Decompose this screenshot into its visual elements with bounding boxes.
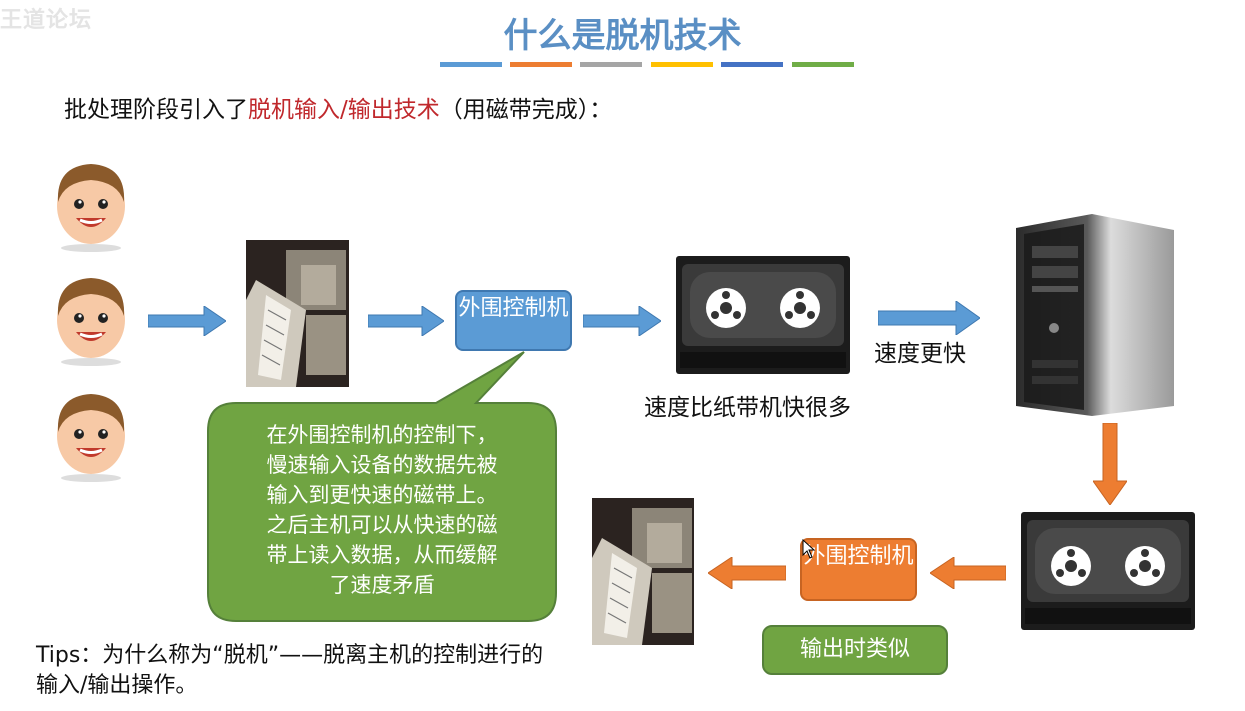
mouse-cursor-icon (802, 539, 816, 559)
tips-text: Tips：为什么称为“脱机”——脱离主机的控制进行的输入/输出操作。 (36, 643, 544, 698)
bubble-line: 之后主机可以从快速的磁 (266, 513, 498, 537)
intro-suffix: （用磁带完成）： (439, 97, 613, 123)
paper-tape-machine-image (592, 498, 694, 645)
paper-tape-machine-image (246, 240, 349, 387)
title-bar-1 (440, 62, 502, 67)
watermark: 王道论坛 (0, 8, 93, 33)
tape-drive-icon (676, 256, 850, 374)
output-controller-box: 外围控制机 (800, 538, 917, 601)
user-face-icon (57, 278, 125, 366)
user-face-icon (57, 394, 125, 482)
intro-highlight: 脱机输入/输出技术 (248, 97, 440, 123)
bubble-line: 慢速输入设备的数据先被 (266, 453, 498, 477)
intro-prefix: 批处理阶段引入了 (64, 97, 248, 123)
orange-arrow-icon (930, 557, 1006, 589)
tape-speed-caption: 速度比纸带机快很多 (644, 395, 851, 421)
title-bar-4 (651, 62, 713, 67)
blue-arrow-icon (368, 306, 444, 336)
orange-arrow-icon (708, 557, 786, 589)
title-bar-3 (580, 62, 642, 67)
title-bar-2 (510, 62, 572, 67)
blue-arrow-icon (148, 306, 226, 336)
input-controller-box: 外围控制机 (455, 290, 572, 351)
bubble-line: 了速度矛盾 (329, 573, 435, 597)
computer-tower-icon (1016, 214, 1174, 416)
title-bar-6 (792, 62, 854, 67)
bubble-text: 在外围控制机的控制下， 慢速输入设备的数据先被 输入到更快速的磁带上。 之后主机… (210, 420, 554, 600)
output-similar-label: 输出时类似 (762, 625, 948, 675)
orange-arrow-icon (1093, 423, 1127, 505)
blue-arrow-icon (878, 301, 980, 335)
bubble-line: 带上读入数据，从而缓解 (266, 543, 498, 567)
faster-label: 速度更快 (874, 341, 966, 367)
tape-drive-icon (1021, 512, 1195, 630)
speech-bubble (207, 351, 557, 622)
bubble-line: 在外围控制机的控制下， (266, 423, 498, 447)
blue-arrow-icon (583, 306, 661, 336)
user-face-icon (57, 164, 125, 252)
page-title: 什么是脱机技术 (503, 16, 742, 56)
bubble-line: 输入到更快速的磁带上。 (266, 483, 498, 507)
intro-text: 批处理阶段引入了脱机输入/输出技术（用磁带完成）： (64, 90, 612, 124)
title-bar-5 (721, 62, 783, 67)
